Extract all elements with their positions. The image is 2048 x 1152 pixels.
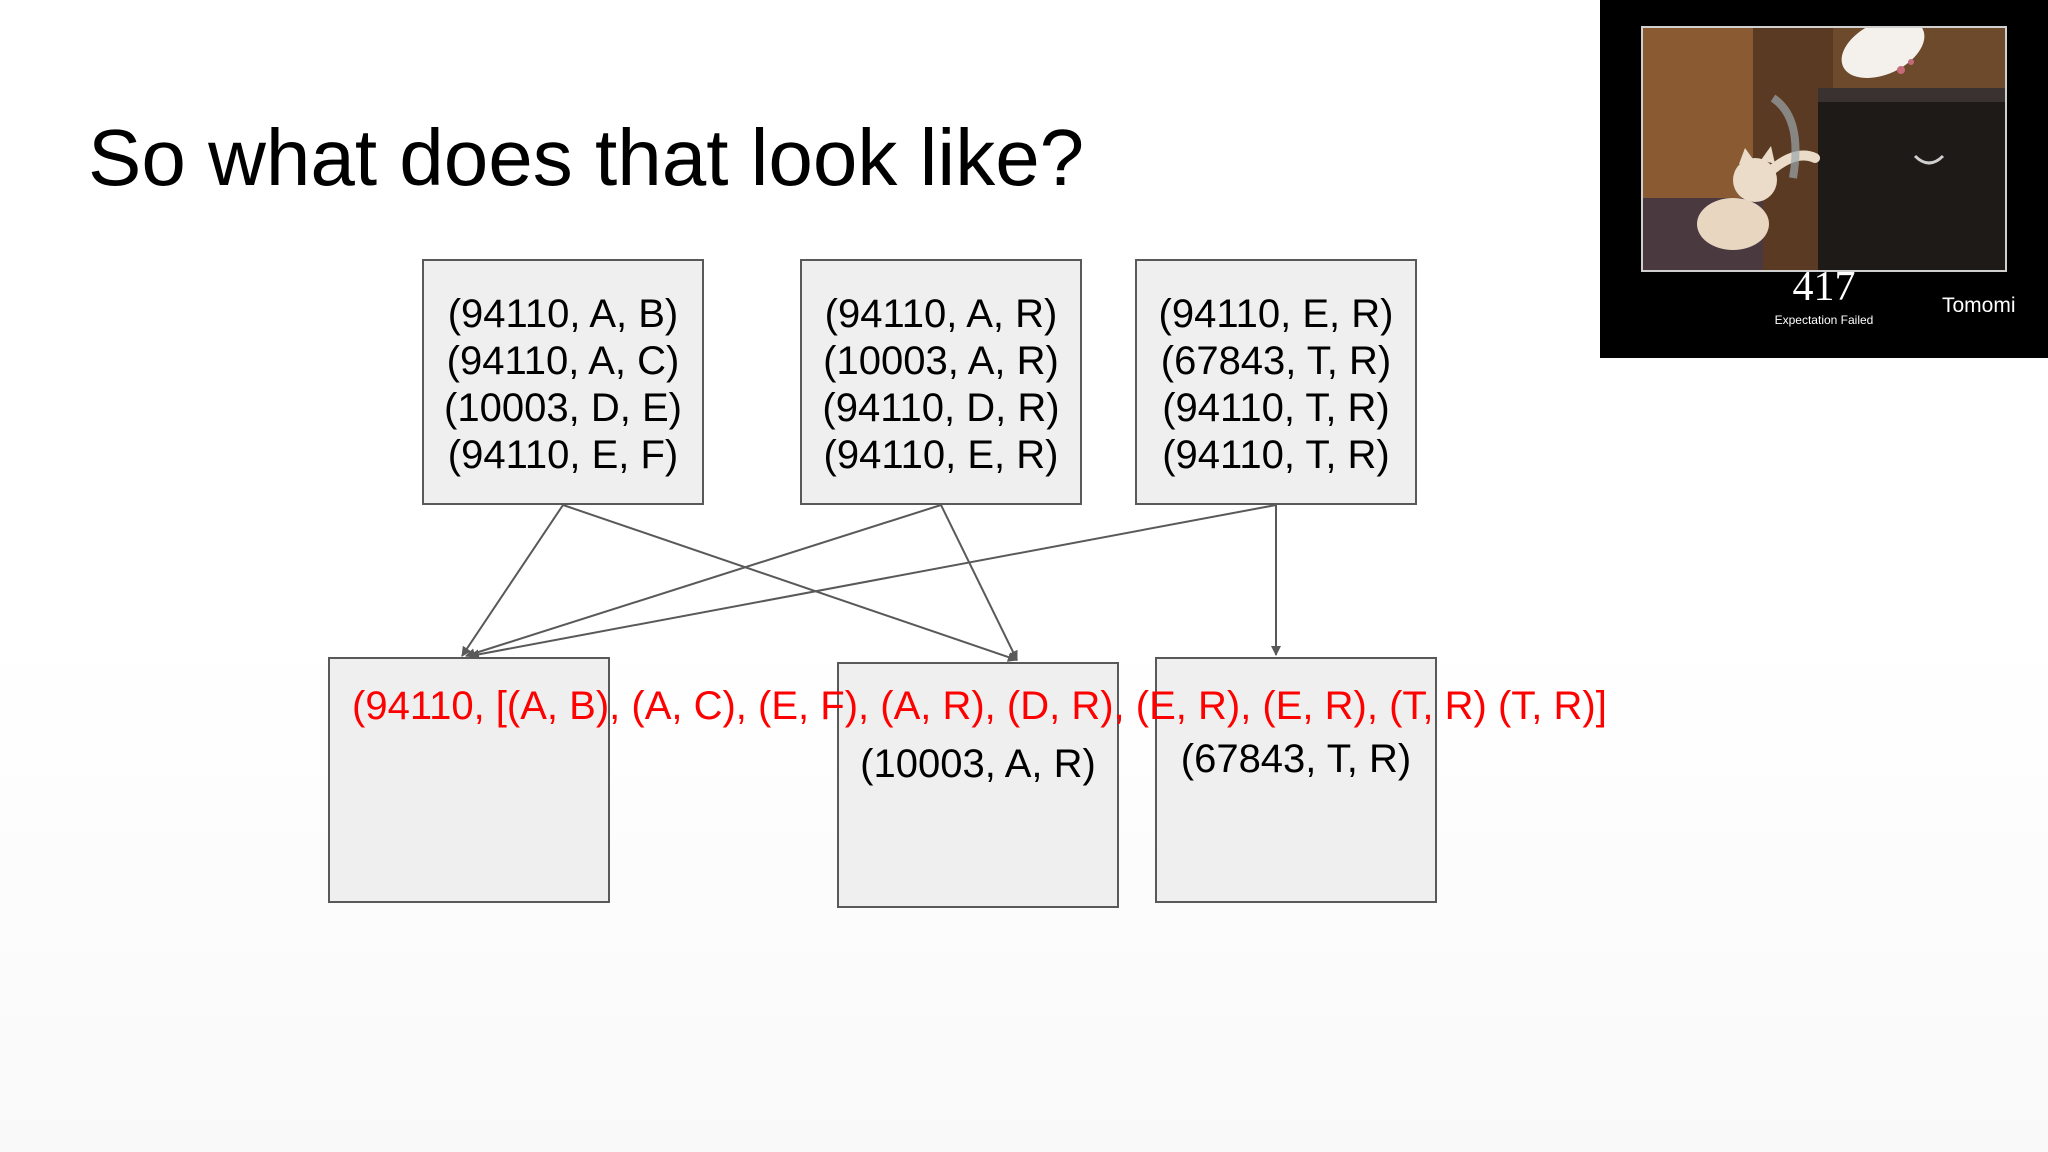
slide-title: So what does that look like? bbox=[88, 113, 1085, 202]
arrow-m3-to-r1 bbox=[469, 504, 1277, 660]
arrow-m1-to-r2 bbox=[562, 504, 1018, 662]
mapper-box-3: (94110, E, R) (67843, T, R) (94110, T, R… bbox=[1135, 259, 1417, 505]
video-tile[interactable]: 417 Expectation Failed Tomomi bbox=[1600, 0, 2048, 358]
mapper-box-2-lines: (94110, A, R) (10003, A, R) (94110, D, R… bbox=[802, 291, 1080, 479]
tuple-line: (94110, D, R) bbox=[822, 386, 1060, 430]
arrow-m2-to-r2 bbox=[940, 504, 1018, 661]
arrow-m2-to-r1 bbox=[465, 504, 942, 659]
tuple-line: (94110, A, R) bbox=[824, 292, 1058, 336]
participant-name: Tomomi bbox=[1942, 294, 2016, 317]
mapper-box-1-lines: (94110, A, B) (94110, A, C) (10003, D, E… bbox=[424, 291, 702, 479]
mapper-box-3-lines: (94110, E, R) (67843, T, R) (94110, T, R… bbox=[1137, 291, 1415, 479]
reducer-box-3-text: (67843, T, R) bbox=[1180, 737, 1412, 781]
tuple-line: (94110, E, R) bbox=[823, 433, 1059, 477]
arrow-m1-to-r1 bbox=[461, 504, 564, 657]
reducer-box-2-text: (10003, A, R) bbox=[860, 742, 1096, 786]
grouped-output-text: (94110, [(A, B), (A, C), (E, F), (A, R),… bbox=[352, 684, 1607, 728]
tuple-line: (94110, A, C) bbox=[446, 339, 680, 383]
tuple-line: (94110, A, B) bbox=[447, 292, 679, 336]
tuple-line: (94110, E, R) bbox=[1158, 292, 1394, 336]
tuple-line: (94110, T, R) bbox=[1162, 386, 1390, 430]
tuple-line: (67843, T, R) bbox=[1160, 339, 1392, 383]
reducer-box-2: (10003, A, R) bbox=[837, 662, 1119, 908]
mapper-box-2: (94110, A, R) (10003, A, R) (94110, D, R… bbox=[800, 259, 1082, 505]
tuple-line: (94110, T, R) bbox=[1162, 433, 1390, 477]
tuple-line: (10003, D, E) bbox=[444, 386, 682, 430]
mapper-box-1: (94110, A, B) (94110, A, C) (10003, D, E… bbox=[422, 259, 704, 505]
reducer-box-3: (67843, T, R) bbox=[1155, 657, 1437, 903]
cat-knocking-bowl-image bbox=[1641, 26, 2007, 272]
tuple-line: (10003, A, R) bbox=[823, 339, 1059, 383]
error-code-text: 417 bbox=[1792, 264, 1856, 310]
reducer-box-1 bbox=[328, 657, 610, 903]
tuple-line: (94110, E, F) bbox=[447, 433, 679, 477]
error-status-text: Expectation Failed bbox=[1774, 313, 1874, 327]
cat-photo-illustration bbox=[1643, 28, 2005, 270]
